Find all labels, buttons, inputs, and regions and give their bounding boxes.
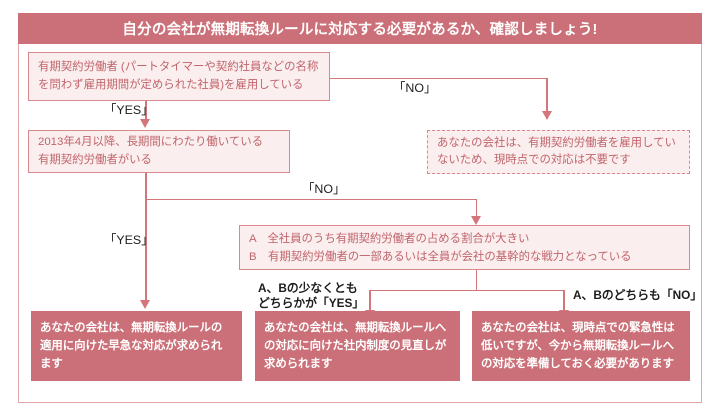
outcome-no-action-text: あなたの会社は、有期契約労働者を雇用してい ないため、現時点での対応は不要です [437,136,676,167]
outcome-prepare-box[interactable]: あなたの会社は、現時点での緊急性は 低いですが、今から無期転換ルールへ の対応を… [472,311,690,381]
edge-q3-no-line [563,289,565,312]
question-1-text: 有期契約労働者 (パートタイマーや契約社員などの名称 を問わず雇用期間が定められ… [38,61,319,91]
edge-label-q1-no: 「NO」 [393,81,437,95]
edge-q2-yes-line [145,173,147,301]
outcome-internal-review-text: あなたの会社は、無期転換ルールへ の対応に向けた社内制度の見直しが 求められます [264,322,447,370]
question-3-line-b: B 有期契約労働者の一部あるいは全員が会社の基幹的な戦力となっている [249,250,632,263]
edge-label-q3-yes: A、Bの少なくとも どちらかが「YES」 [258,281,365,310]
edge-q1-no-line-v [546,77,548,113]
outcome-urgent-text: あなたの会社は、無期転換ルールの 適用に向けた早急な対応が求められ ます [40,322,223,370]
edge-label-q2-no: 「NO」 [302,182,346,196]
edge-q1-no-arrow [541,111,552,120]
question-2-box[interactable]: 2013年4月以降、長期間にわたり働いている 有期契約労働者がいる [28,130,290,173]
edge-q2-no-line-h [145,198,477,201]
edge-q3-yes-line [369,289,371,312]
edge-label-q1-yes: 「YES」 [104,103,154,117]
question-2-text: 2013年4月以降、長期間にわたり働いている 有期契約労働者がいる [38,136,263,166]
edge-q2-yes-arrow [140,300,151,309]
outcome-no-action-box[interactable]: あなたの会社は、有期契約労働者を雇用してい ないため、現時点での対応は不要です [427,130,690,174]
edge-label-q3-no: A、Bのどちらも「NO」 [573,288,703,302]
edge-q1-yes-arrow [140,119,151,128]
edge-q1-yes-line [145,101,147,120]
outcome-internal-review-box[interactable]: あなたの会社は、無期転換ルールへ の対応に向けた社内制度の見直しが 求められます [255,311,460,381]
outcome-prepare-text: あなたの会社は、現時点での緊急性は 低いですが、今から無期転換ルールへ の対応を… [481,322,675,370]
edge-q2-no-arrow [471,216,482,225]
question-1-box[interactable]: 有期契約労働者 (パートタイマーや契約社員などの名称 を問わず雇用期間が定められ… [28,52,330,101]
edge-q2-no-line-v [475,198,478,218]
outcome-urgent-box[interactable]: あなたの会社は、無期転換ルールの 適用に向けた早急な対応が求められ ます [31,311,242,381]
question-3-box[interactable]: A 全社員のうち有期契約労働者の占める割合が大きい B 有期契約労働者の一部ある… [239,225,690,270]
edge-q3-split-stem [475,270,478,291]
edge-q1-no-line-h [330,77,548,80]
chart-header: 自分の会社が無期転換ルールに対応する必要があるか、確認しましょう! [18,13,702,44]
question-3-line-a: A 全社員のうち有期契約労働者の占める割合が大きい [249,232,530,245]
edge-label-q2-yes: 「YES」 [104,233,154,247]
page-title: 自分の会社が無期転換ルールに対応する必要があるか、確認しましょう! [122,22,598,38]
edge-q3-split-bar [370,289,565,292]
